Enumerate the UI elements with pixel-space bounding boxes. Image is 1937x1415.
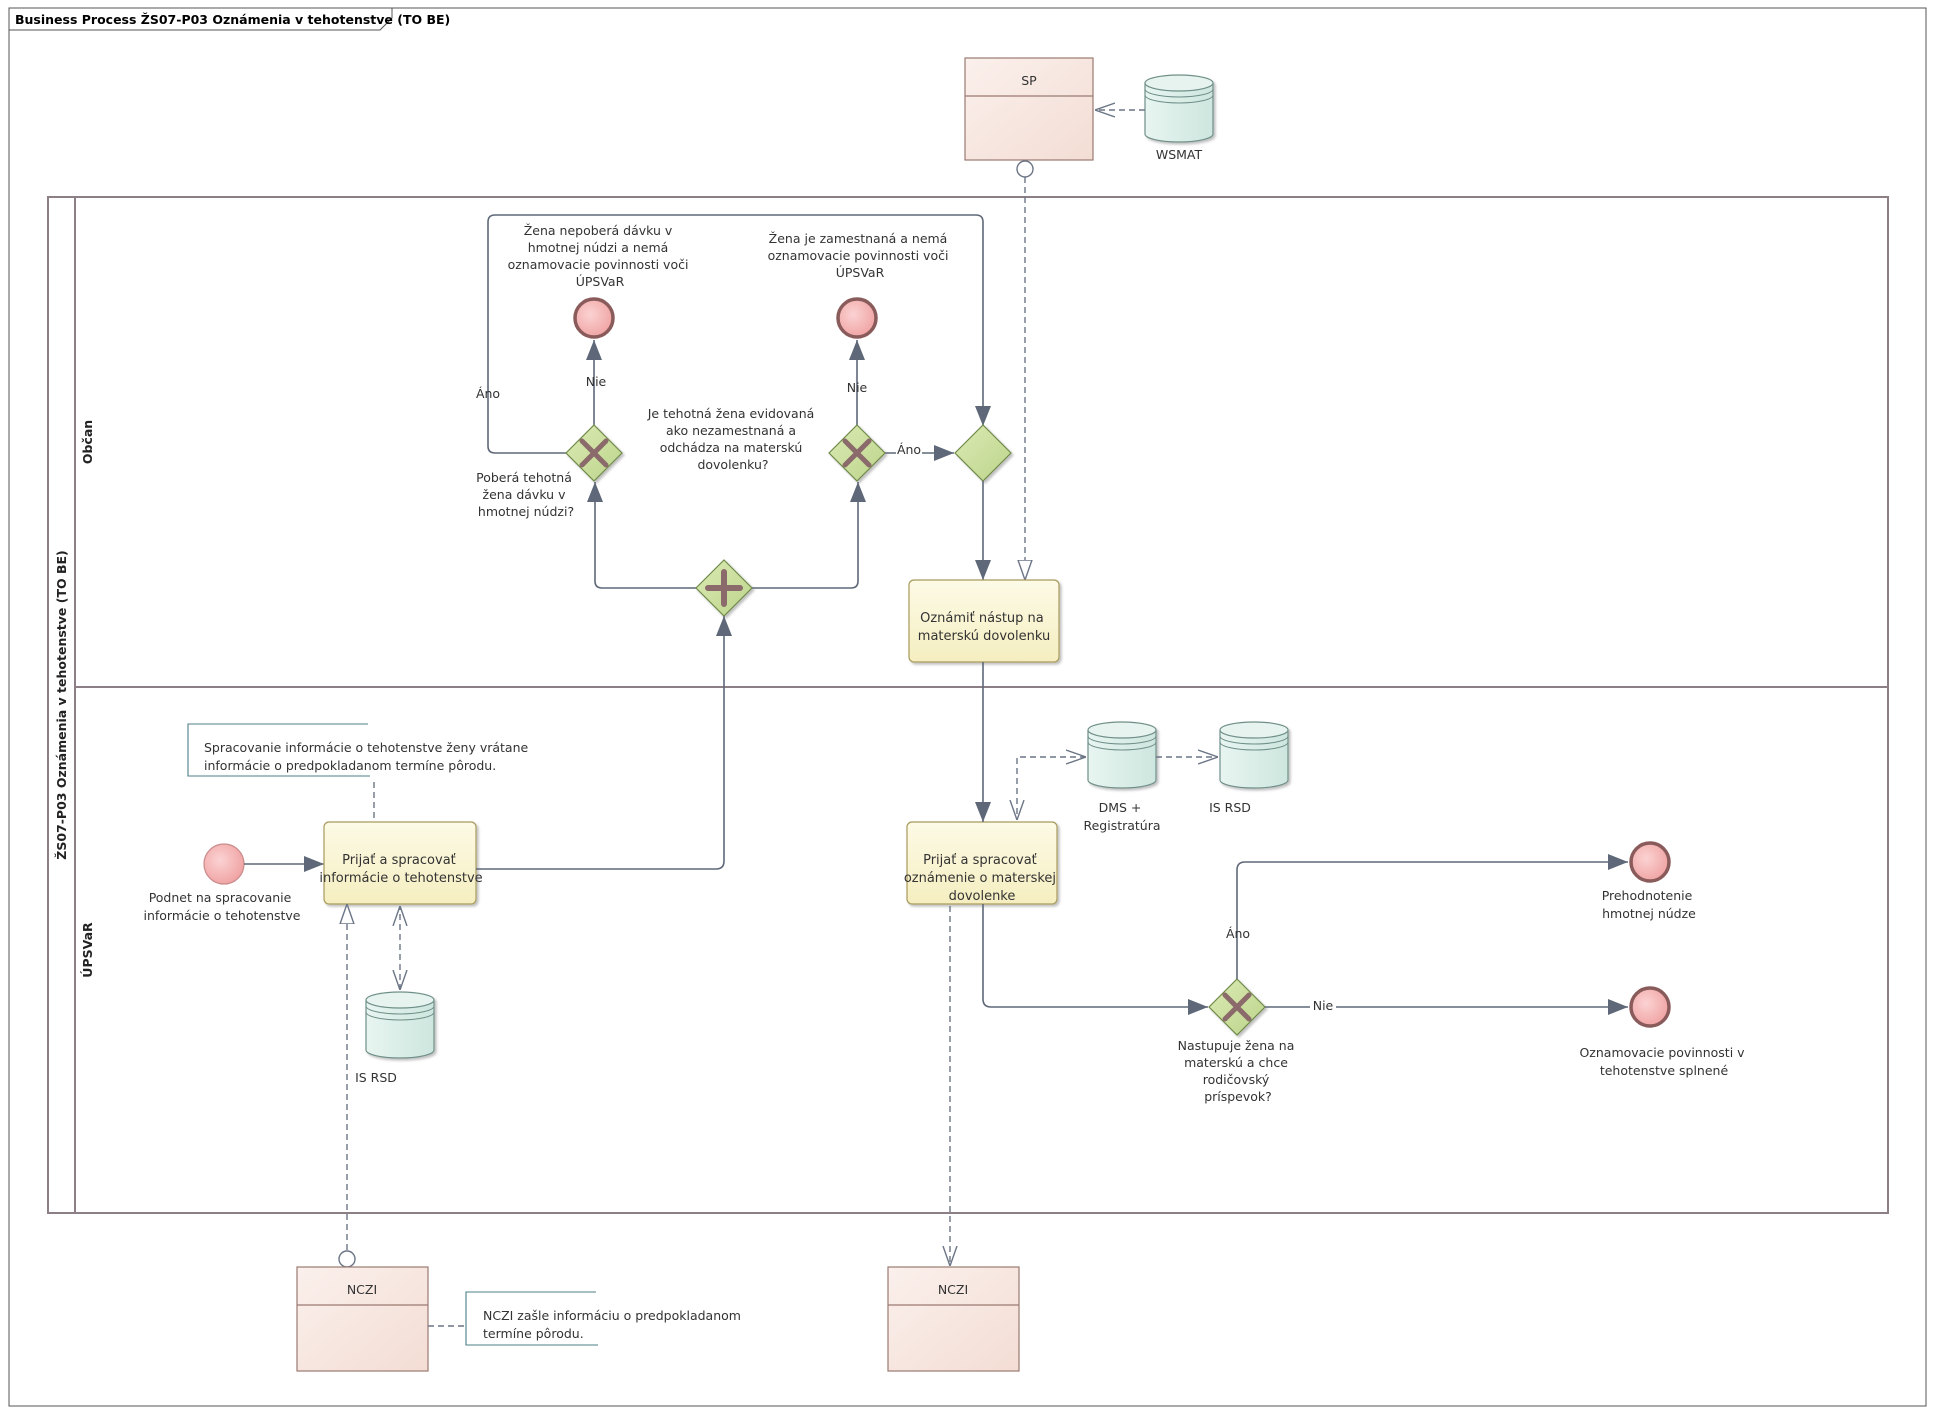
participant-nczi-left[interactable]: NCZI bbox=[296, 1266, 429, 1372]
task-prijat-oznamenie[interactable] bbox=[906, 821, 1058, 905]
note-spracovanie: Spracovanie informácie o tehotenstve žen… bbox=[187, 723, 532, 777]
end-event-zamestnana[interactable] bbox=[836, 297, 878, 339]
gateway-nastupuje-exclusive[interactable] bbox=[1208, 978, 1266, 1036]
flow-label-nie-3: Nie bbox=[1313, 998, 1334, 1013]
data-store-is-rsd-top[interactable] bbox=[1219, 721, 1289, 789]
end-event-zamestnana-label: Žena je zamestnaná a nemá oznamovacie po… bbox=[768, 231, 953, 280]
data-store-wsmat-label: WSMAT bbox=[1156, 147, 1203, 162]
task-prijat-oznamenie-label: Prijať a spracovať oznámenie o materskej… bbox=[904, 853, 1060, 904]
diagram-title: Business Process ŽS07-P03 Oznámenia v te… bbox=[15, 12, 450, 27]
pool bbox=[47, 196, 1889, 1214]
task-oznamit-nastup[interactable] bbox=[908, 579, 1060, 663]
end-event-prehodnotenie[interactable] bbox=[1629, 841, 1671, 883]
participant-sp-label: SP bbox=[1021, 73, 1037, 88]
participant-nczi-right-label: NCZI bbox=[938, 1282, 968, 1297]
end-event-davka[interactable] bbox=[573, 297, 615, 339]
start-event-label: Podnet na spracovanie informácie o tehot… bbox=[143, 890, 300, 923]
task-prijat-tehotenstvo-label: Prijať a spracovať informácie o tehotens… bbox=[319, 853, 482, 886]
task-oznamit-nastup-label: Oznámiť nástup na materskú dovolenku bbox=[918, 611, 1050, 644]
lane-label-obcan: Občan bbox=[80, 420, 95, 464]
data-store-wsmat[interactable] bbox=[1144, 74, 1214, 143]
pool-label: ŽS07-P03 Oznámenia v tehotenstve (TO BE) bbox=[54, 550, 69, 859]
participant-sp[interactable]: SP bbox=[964, 57, 1094, 161]
gateway-parallel[interactable] bbox=[695, 559, 753, 617]
data-store-is-rsd-bottom-label: IS RSD bbox=[355, 1070, 397, 1085]
flow-label-ano-loop: Áno bbox=[476, 386, 500, 401]
end-event-splnene[interactable] bbox=[1629, 986, 1671, 1028]
end-event-prehodnotenie-label: Prehodnotenie hmotnej núdze bbox=[1602, 888, 1697, 921]
gateway-pobera-label: Poberá tehotná žena dávku v hmotnej núdz… bbox=[476, 470, 576, 519]
data-store-dms-label: DMS + Registratúra bbox=[1083, 800, 1160, 833]
flow-label-nie-1: Nie bbox=[586, 374, 607, 389]
diagram-frame bbox=[8, 7, 1927, 1407]
end-event-splnene-label: Oznamovacie povinnosti v tehotenstve spl… bbox=[1579, 1045, 1748, 1078]
flow-label-ano-3: Áno bbox=[1226, 926, 1250, 941]
gateway-pobera-exclusive[interactable] bbox=[565, 424, 623, 482]
gateway-evidovana-exclusive[interactable] bbox=[828, 424, 886, 482]
participant-nczi-left-label: NCZI bbox=[347, 1282, 377, 1297]
participant-nczi-right[interactable]: NCZI bbox=[887, 1266, 1020, 1372]
gateway-merge[interactable] bbox=[954, 424, 1012, 482]
gateway-evidovana-label: Je tehotná žena evidovaná ako nezamestna… bbox=[647, 406, 819, 472]
start-event[interactable] bbox=[203, 843, 245, 885]
data-store-dms[interactable] bbox=[1087, 721, 1157, 789]
flow-label-nie-2: Nie bbox=[847, 380, 868, 395]
data-store-is-rsd-top-label: IS RSD bbox=[1209, 800, 1251, 815]
lane-label-upsvar: ÚPSVaR bbox=[80, 922, 95, 978]
svg-text:NCZI zašle informáciu o predpo: NCZI zašle informáciu o predpokladanom t… bbox=[483, 1308, 745, 1341]
svg-text:Spracovanie informácie o tehot: Spracovanie informácie o tehotenstve žen… bbox=[204, 740, 532, 773]
diagram-title-tab bbox=[8, 7, 393, 31]
note-nczi: NCZI zašle informáciu o predpokladanom t… bbox=[465, 1291, 745, 1346]
gateway-nastupuje-label: Nastupuje žena na materskú a chce rodičo… bbox=[1178, 1038, 1299, 1104]
task-prijat-tehotenstvo[interactable] bbox=[323, 821, 477, 905]
flow-label-ano-2: Áno bbox=[897, 442, 921, 457]
end-event-davka-label: Žena nepoberá dávku v hmotnej núdzi a ne… bbox=[508, 223, 693, 289]
data-store-is-rsd-bottom[interactable] bbox=[365, 991, 435, 1059]
